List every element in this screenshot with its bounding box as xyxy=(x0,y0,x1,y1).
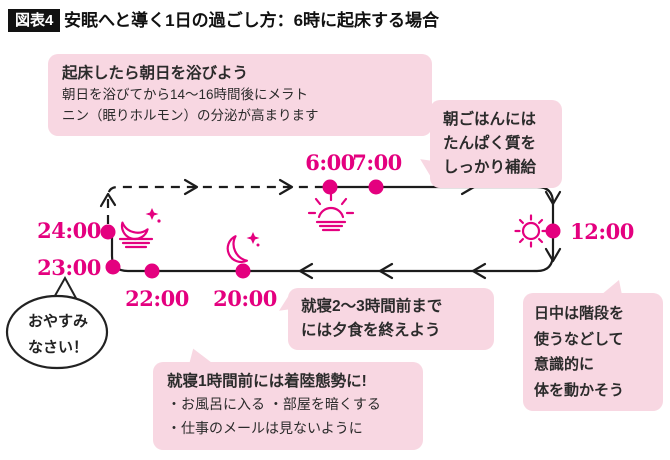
callout-dinner: 就寝2〜3時間前まで には夕食を終えよう xyxy=(277,288,494,351)
arrow-down-icon xyxy=(544,247,562,263)
time-label-10pm: 22:00 xyxy=(125,286,189,311)
callout-daytime-line1: 日中は階段を xyxy=(534,305,625,322)
callout-landing-item2: ・仕事のメールは見ないように xyxy=(167,419,363,436)
callout-tail xyxy=(277,295,291,311)
dot-10pm xyxy=(144,263,160,279)
callout-breakfast-line2: たんぱく質を xyxy=(443,135,537,153)
arrow-left-icon xyxy=(378,262,394,280)
arrow-left-icon xyxy=(298,262,314,280)
callout-dinner-line1: 就寝2〜3時間前まで xyxy=(301,298,443,315)
callout-dinner-line2: には夕食を終えよう xyxy=(301,322,441,340)
callout-breakfast: 朝ごはんには たんぱく質を しっかり補給 xyxy=(417,100,562,189)
moon-boat-icon xyxy=(118,208,161,249)
arrow-down-icon xyxy=(544,190,562,206)
arrow-left-icon xyxy=(471,262,487,280)
time-label-11pm: 23:00 xyxy=(37,255,101,280)
time-label-7am: 7:00 xyxy=(352,150,402,175)
callout-tail xyxy=(417,159,434,177)
callout-wake-body-line2: ニン（眠りホルモン）の分泌が高まります xyxy=(62,108,319,124)
goodnight-bubble-text: おやすみ なさい！ xyxy=(10,309,106,362)
dot-12pm xyxy=(545,223,561,239)
callout-daytime-line3: 意識的に xyxy=(534,356,595,373)
callout-wake-sunlight: 起床したら朝日を浴びよう 朝日を浴びてから14〜16時間後にメラト ニン（眠りホ… xyxy=(48,54,432,136)
callout-daytime-activity: 日中は階段を 使うなどして 意識的に 体を動かそう xyxy=(523,280,663,411)
callout-wake-body-line1: 朝日を浴びてから14〜16時間後にメラト xyxy=(62,87,309,103)
dot-6am xyxy=(322,179,338,195)
goodnight-line1: おやすみ xyxy=(27,313,88,330)
callout-landing-item1: ・お風呂に入る ・部屋を暗くする xyxy=(167,396,381,413)
figure-tag: 図表4 xyxy=(8,9,61,32)
dot-11pm xyxy=(105,259,121,275)
callout-breakfast-line3: しっかり補給 xyxy=(443,159,537,177)
callout-tail xyxy=(187,346,212,366)
crescent-moon-icon xyxy=(226,232,260,264)
callout-daytime-line4: 体を動かそう xyxy=(534,381,625,399)
dot-7am xyxy=(368,179,384,195)
callout-landing-title: 就寝1時間前には着陸態勢に! xyxy=(167,373,367,390)
time-label-12pm: 12:00 xyxy=(570,219,634,244)
sun-icon xyxy=(514,214,548,248)
timeline-dashed-segment xyxy=(106,185,329,224)
callout-breakfast-line1: 朝ごはんには xyxy=(443,111,537,128)
time-label-6am: 6:00 xyxy=(305,150,355,175)
arrow-right-icon xyxy=(183,178,199,196)
sunrise-icon xyxy=(307,192,355,232)
dot-12am xyxy=(100,224,116,240)
goodnight-bubble xyxy=(5,275,109,370)
dot-8pm xyxy=(235,263,251,279)
callout-daytime-line2: 使うなどして xyxy=(534,330,624,348)
time-label-8pm: 20:00 xyxy=(213,286,277,311)
callout-landing-mode: 就寝1時間前には着陸態勢に! ・お風呂に入る ・部屋を暗くする ・仕事のメールは… xyxy=(153,346,423,450)
callout-tail xyxy=(601,280,622,295)
callout-wake-title: 起床したら朝日を浴びよう xyxy=(62,65,249,82)
arrow-up-icon xyxy=(99,192,117,208)
arrow-right-icon xyxy=(278,178,294,196)
time-dots xyxy=(100,179,561,279)
page-title: 安眠へと導く1日の過ごし方：6時に起床する場合 xyxy=(64,11,440,30)
goodnight-line2: なさい！ xyxy=(27,339,88,357)
time-label-12am: 24:00 xyxy=(37,218,101,243)
